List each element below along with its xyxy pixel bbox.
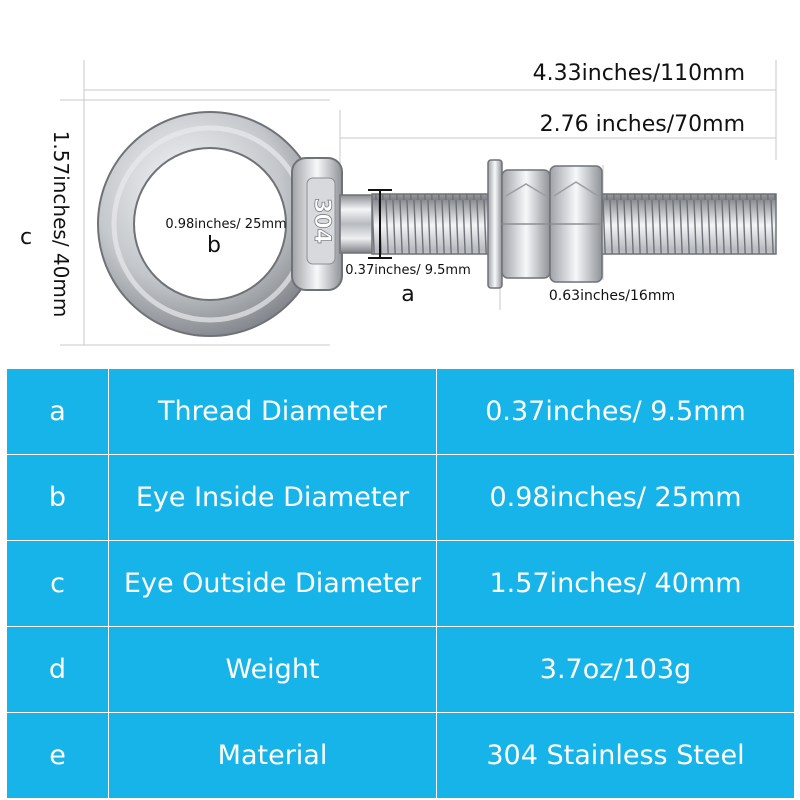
row-value: 3.7oz/103g	[436, 626, 795, 713]
table-row: d Weight 3.7oz/103g	[6, 626, 795, 713]
row-key: b	[6, 454, 109, 541]
row-key: d	[6, 626, 109, 713]
eye-bolt-diagram: 304 4.33inches/110mm 2.76 inches/70mm 1.…	[20, 60, 777, 346]
row-name: Material	[108, 712, 437, 799]
eye-ring	[97, 111, 323, 337]
row-key: a	[6, 368, 109, 455]
label-a: a	[401, 282, 414, 307]
eye-inside-label: 0.98inches/ 25mm	[165, 217, 286, 232]
row-name: Thread Diameter	[108, 368, 437, 455]
row-value: 1.57inches/ 40mm	[436, 540, 795, 627]
thread-length-label: 2.76 inches/70mm	[540, 112, 745, 137]
spec-table: a Thread Diameter 0.37inches/ 9.5mm b Ey…	[6, 368, 795, 799]
eye-outside-label: 1.57inches/ 40mm	[49, 131, 73, 318]
thread-diameter-bracket	[368, 189, 392, 259]
table-row: e Material 304 Stainless Steel	[6, 712, 795, 799]
label-b: b	[207, 233, 221, 258]
washer	[487, 159, 503, 289]
label-c: c	[20, 225, 32, 250]
table-row: b Eye Inside Diameter 0.98inches/ 25mm	[6, 454, 795, 541]
dimension-guides	[60, 60, 777, 346]
row-value: 0.37inches/ 9.5mm	[436, 368, 795, 455]
hex-nuts	[501, 165, 603, 283]
bolt-collar: 304	[291, 157, 375, 291]
stamp-304: 304	[309, 198, 334, 244]
nut-size-label: 0.63inches/16mm	[549, 288, 675, 304]
row-name: Eye Outside Diameter	[108, 540, 437, 627]
row-key: c	[6, 540, 109, 627]
table-row: a Thread Diameter 0.37inches/ 9.5mm	[6, 368, 795, 455]
overall-length-label: 4.33inches/110mm	[533, 61, 745, 86]
thread-diameter-label: 0.37inches/ 9.5mm	[345, 263, 470, 278]
table-row: c Eye Outside Diameter 1.57inches/ 40mm	[6, 540, 795, 627]
row-key: e	[6, 712, 109, 799]
row-value: 304 Stainless Steel	[436, 712, 795, 799]
row-name: Weight	[108, 626, 437, 713]
row-name: Eye Inside Diameter	[108, 454, 437, 541]
row-value: 0.98inches/ 25mm	[436, 454, 795, 541]
